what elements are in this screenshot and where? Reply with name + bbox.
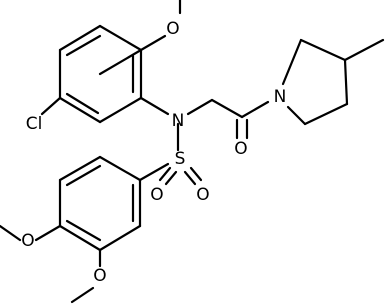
ring-chloro-methoxyphenyl xyxy=(58,24,143,124)
bond xyxy=(139,96,170,116)
bond-double xyxy=(164,170,178,186)
bond-double xyxy=(189,166,203,182)
atom-label-oxygen: O xyxy=(150,185,163,205)
bond-double-inner xyxy=(65,92,100,115)
bond xyxy=(303,102,349,126)
bond xyxy=(240,100,270,119)
bond xyxy=(98,24,143,52)
atom-label-sulfur: S xyxy=(175,149,186,169)
bond xyxy=(98,48,143,76)
atom-label-nitrogen: N xyxy=(274,87,287,107)
bond xyxy=(40,96,62,116)
ring-dimethoxyphenyl xyxy=(58,155,142,252)
bond xyxy=(98,96,143,124)
bond-double xyxy=(183,170,197,186)
bond xyxy=(58,24,102,52)
atom-label-nitrogen: N xyxy=(172,111,185,131)
bond xyxy=(299,38,347,62)
bond xyxy=(186,98,214,116)
atom-label-oxygen: O xyxy=(196,185,209,205)
bond xyxy=(281,38,303,86)
bond-double-inner xyxy=(65,219,102,242)
bond xyxy=(98,224,142,252)
bond xyxy=(58,96,102,124)
bond xyxy=(70,286,95,304)
bond xyxy=(286,105,307,126)
bond xyxy=(210,98,244,119)
bond xyxy=(138,162,170,182)
bond xyxy=(34,224,62,242)
bond xyxy=(0,224,22,242)
bond-double-inner xyxy=(65,164,102,187)
atom-label-oxygen: O xyxy=(21,231,34,251)
bond-double-inner xyxy=(65,34,102,57)
bond xyxy=(343,38,385,62)
atom-label-oxygen: O xyxy=(93,266,106,286)
bond xyxy=(58,224,102,252)
bond-double xyxy=(158,166,172,182)
atom-label-oxygen: O xyxy=(166,19,179,39)
bond xyxy=(343,58,349,106)
ring-piperidine xyxy=(281,38,349,126)
atom-label-oxygen: O xyxy=(234,139,247,159)
bond xyxy=(58,155,102,182)
atom-label-chlorine: Cl xyxy=(26,114,43,134)
bond xyxy=(98,155,142,182)
bond xyxy=(139,34,167,52)
